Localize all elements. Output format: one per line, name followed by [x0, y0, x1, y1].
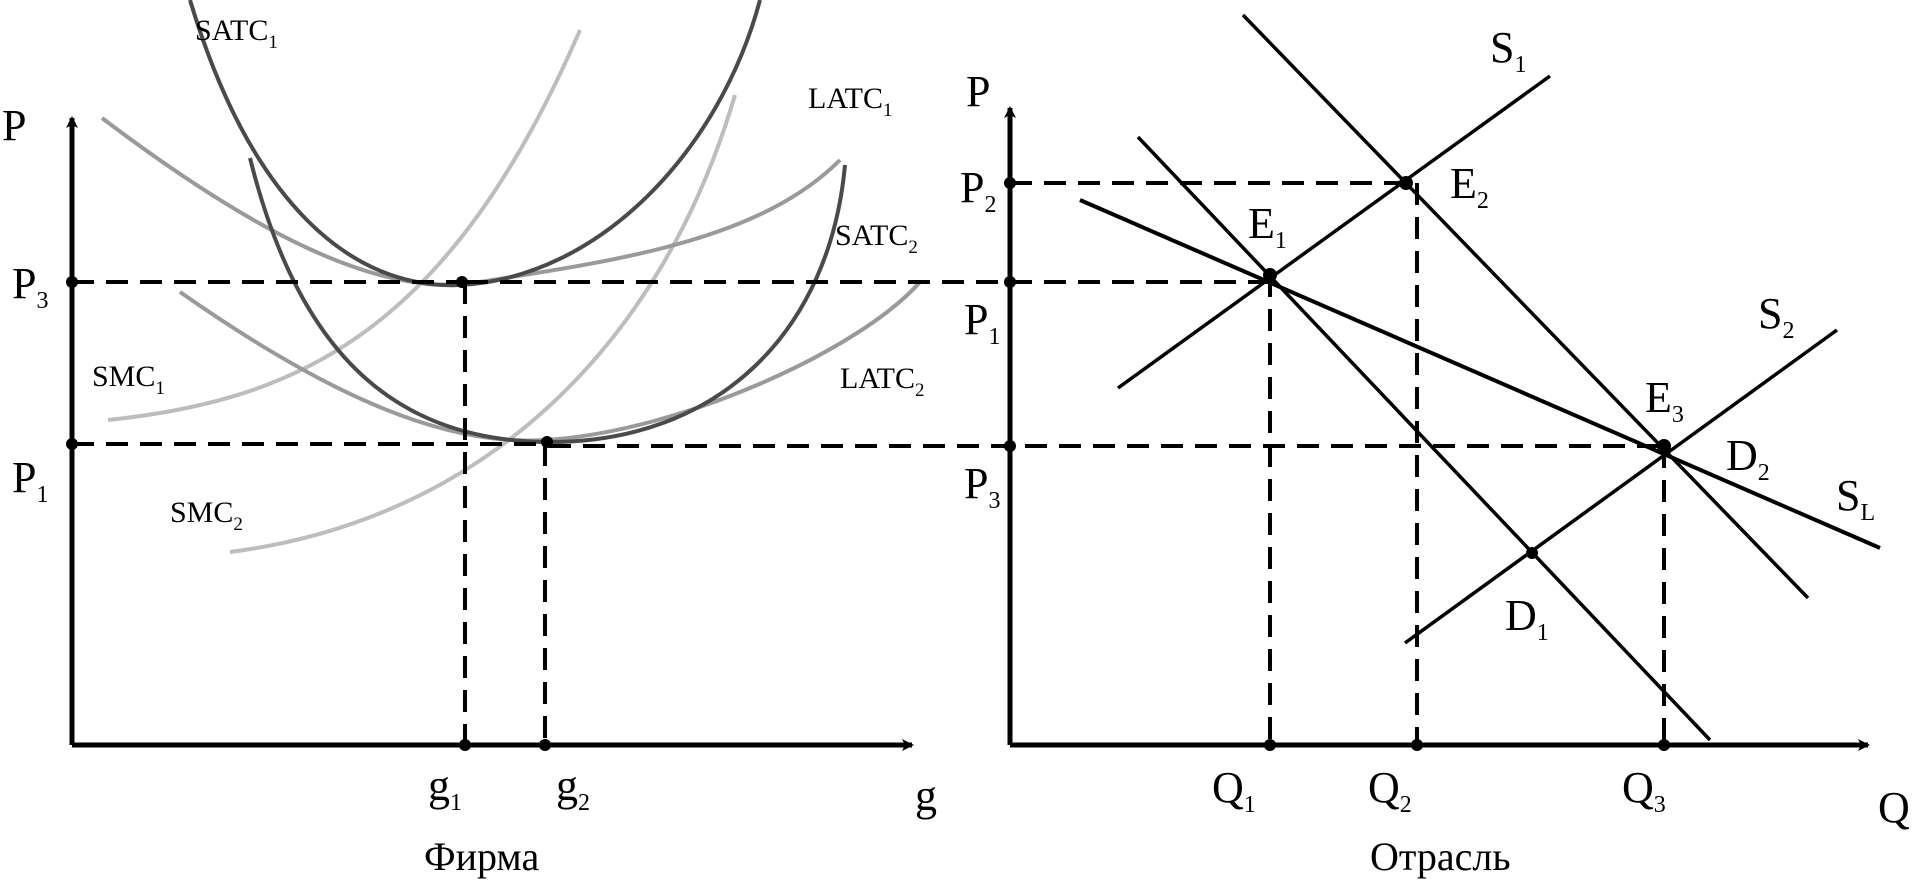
label-s1: S1 — [1490, 23, 1526, 78]
firm-point-g1 — [459, 739, 471, 751]
label-d2: D2 — [1726, 431, 1770, 486]
industry-point-q1 — [1264, 739, 1276, 751]
firm-panel-title: Фирма — [424, 834, 539, 879]
line-sl — [1079, 198, 1881, 550]
firm-point-min1 — [456, 276, 468, 288]
industry-panel: P Q P2 P1 P3 Q1 Q2 Q3 E1 E2 E3 S1 S2 SL … — [466, 13, 1910, 879]
line-d2 — [1241, 13, 1810, 600]
point-e2 — [1399, 176, 1413, 190]
industry-point-q3 — [1658, 739, 1670, 751]
industry-point-p1 — [1004, 276, 1016, 288]
point-d1-on-s2 — [1526, 547, 1538, 559]
label-d1: D1 — [1505, 591, 1549, 646]
label-e1: E1 — [1248, 199, 1287, 254]
industry-point-p3 — [1004, 440, 1016, 452]
curve-smc2 — [229, 94, 737, 554]
line-d1 — [1136, 135, 1712, 742]
label-latc2: LATC2 — [840, 362, 925, 401]
firm-label-g1: g1 — [428, 761, 462, 816]
label-smc1: SMC1 — [92, 360, 165, 399]
label-latc1: LATC1 — [808, 82, 893, 121]
industry-point-p2 — [1004, 177, 1016, 189]
line-s2 — [1403, 328, 1839, 645]
label-satc1: SATC1 — [195, 14, 278, 53]
label-s2: S2 — [1758, 289, 1794, 344]
label-satc2: SATC2 — [835, 219, 918, 258]
industry-y-axis-label: P — [966, 67, 990, 116]
firm-label-g2: g2 — [556, 761, 590, 816]
industry-label-q1: Q1 — [1212, 763, 1256, 818]
curve-latc1 — [100, 116, 842, 287]
point-e3 — [1657, 439, 1671, 453]
industry-label-q2: Q2 — [1368, 763, 1412, 818]
line-s1 — [1116, 74, 1552, 390]
firm-point-g2 — [539, 739, 551, 751]
firm-x-axis-label: g — [915, 771, 937, 820]
industry-label-p3: P3 — [964, 459, 1000, 514]
firm-label-p1: P1 — [12, 453, 48, 508]
industry-label-p2: P2 — [960, 163, 996, 218]
firm-point-p3 — [66, 276, 78, 288]
label-e2: E2 — [1450, 159, 1489, 214]
curve-latc2 — [178, 280, 922, 443]
industry-label-q3: Q3 — [1622, 763, 1666, 818]
industry-panel-title: Отрасль — [1370, 834, 1511, 879]
label-sl: SL — [1836, 471, 1875, 526]
label-e3: E3 — [1645, 373, 1684, 428]
firm-label-p3: P3 — [12, 259, 48, 314]
firm-panel: P g P3 P1 g1 g2 SATC1 LATC1 SATC2 SMC1 L… — [2, 0, 937, 879]
industry-x-axis-label: Q — [1878, 783, 1910, 832]
curve-smc1 — [107, 29, 582, 422]
firm-point-p1 — [66, 438, 78, 450]
industry-label-p1: P1 — [964, 295, 1000, 350]
firm-y-axis-label: P — [2, 101, 26, 150]
label-smc2: SMC2 — [170, 496, 243, 535]
point-e1 — [1263, 268, 1277, 282]
curve-satc2 — [248, 157, 847, 445]
industry-point-q2 — [1411, 739, 1423, 751]
